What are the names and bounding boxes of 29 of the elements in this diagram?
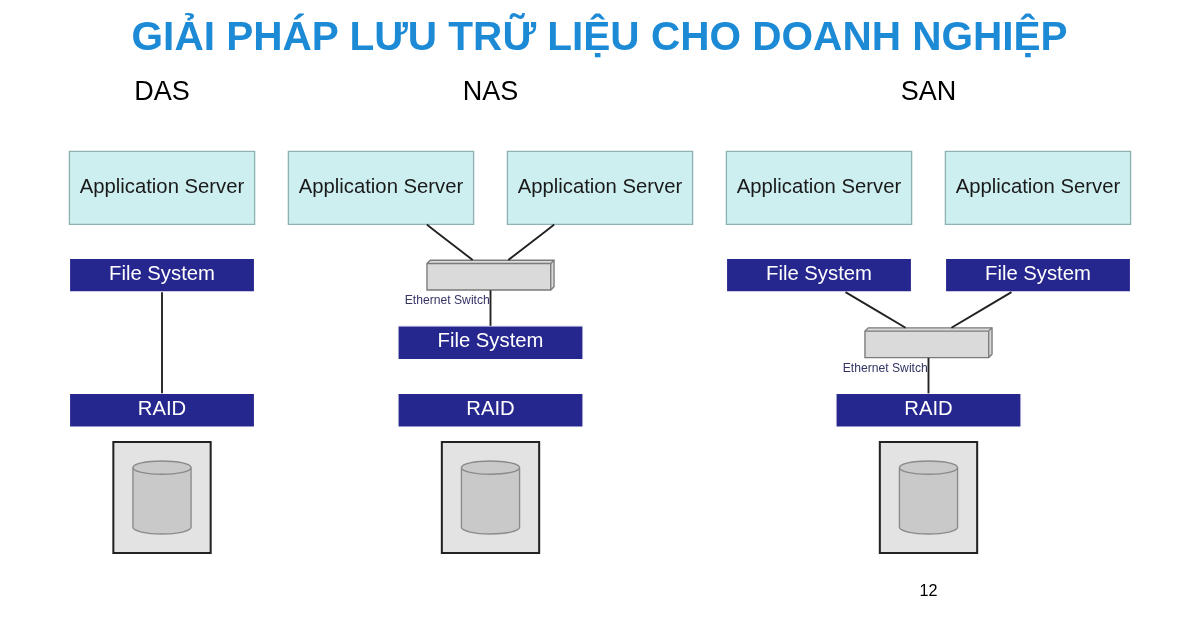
connector xyxy=(489,289,492,327)
connector xyxy=(927,356,930,395)
connector xyxy=(161,291,163,395)
node-box: File System xyxy=(397,325,584,361)
edge-label: Ethernet Switch xyxy=(842,360,928,375)
node-box: RAID xyxy=(835,392,1022,428)
diagram-title: GIẢI PHÁP LƯU TRỮ LIỆU CHO DOANH NGHIỆP xyxy=(131,13,1068,60)
node-box: Application Server xyxy=(944,150,1132,226)
node-box: File System xyxy=(725,257,913,293)
connector xyxy=(950,291,1013,329)
edge-label: Ethernet Switch xyxy=(404,293,490,308)
connector xyxy=(844,291,907,329)
label: NAS xyxy=(462,76,519,107)
node-box: RAID xyxy=(68,392,256,428)
node-box: Application Server xyxy=(506,150,694,226)
label: 12 xyxy=(919,581,938,600)
cluster xyxy=(440,441,541,554)
connector xyxy=(507,223,556,261)
label: SAN xyxy=(900,76,957,107)
node-box: File System xyxy=(944,257,1132,293)
label: DAS xyxy=(134,76,190,107)
cluster xyxy=(112,441,212,554)
node-box: RAID xyxy=(397,392,584,428)
node-box: Application Server xyxy=(725,150,913,226)
connector xyxy=(425,223,474,261)
node-box: Application Server xyxy=(287,150,475,226)
node-box: Application Server xyxy=(68,150,256,226)
cluster xyxy=(878,441,979,554)
node-box: File System xyxy=(68,257,256,293)
